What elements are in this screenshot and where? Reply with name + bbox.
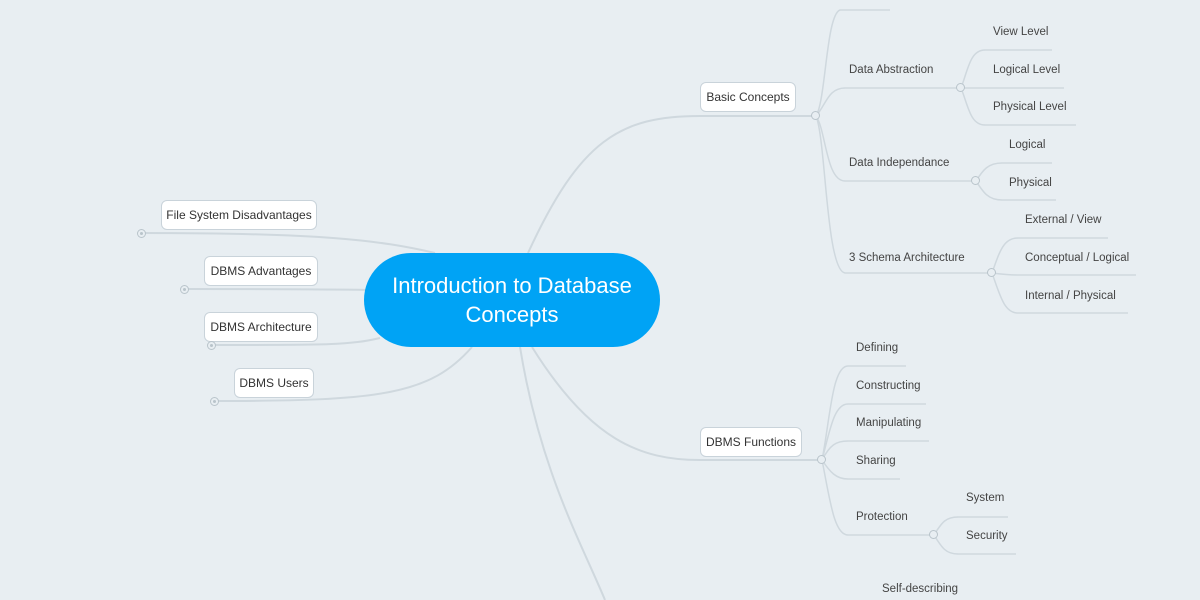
link-dbms-functions <box>531 346 822 461</box>
root-title: Introduction to Database Concepts <box>392 273 632 327</box>
leaf-security[interactable]: Security <box>966 530 1008 542</box>
topic-label: Basic Concepts <box>706 90 790 104</box>
topic-dbms-users[interactable]: DBMS Users <box>234 368 314 398</box>
topic-dbms-functions[interactable]: DBMS Functions <box>700 427 802 457</box>
root-topic[interactable]: Introduction to Database Concepts <box>364 253 660 347</box>
leaf-internal-physical[interactable]: Internal / Physical <box>1025 290 1116 302</box>
topic-basic-concepts[interactable]: Basic Concepts <box>700 82 796 112</box>
collapse-knob[interactable] <box>956 83 965 92</box>
leaf-physical[interactable]: Physical <box>1009 177 1052 189</box>
collapse-knob[interactable] <box>971 176 980 185</box>
subtopic-constructing[interactable]: Constructing <box>856 380 921 392</box>
leaf-view-level[interactable]: View Level <box>993 26 1049 38</box>
leaf-external-view[interactable]: External / View <box>1025 214 1102 226</box>
leaf-logical[interactable]: Logical <box>1009 139 1046 151</box>
link-file-system <box>141 232 436 254</box>
expand-knob[interactable] <box>137 229 146 238</box>
link-dbms-architecture <box>211 337 381 346</box>
topic-dbms-architecture[interactable]: DBMS Architecture <box>204 312 318 342</box>
subtopic-data-abstraction[interactable]: Data Abstraction <box>849 64 934 76</box>
subtopic-manipulating[interactable]: Manipulating <box>856 417 922 429</box>
topic-label: DBMS Users <box>239 376 309 390</box>
leaf-system[interactable]: System <box>966 492 1005 504</box>
topic-dbms-advantages[interactable]: DBMS Advantages <box>204 256 318 286</box>
link-bottom <box>519 346 606 600</box>
link-dbms-users <box>214 346 473 402</box>
leaf-physical-level[interactable]: Physical Level <box>993 101 1067 113</box>
topic-label: File System Disadvantages <box>166 208 312 222</box>
collapse-knob[interactable] <box>817 455 826 464</box>
topic-label: DBMS Advantages <box>210 264 312 278</box>
subtopic-sharing[interactable]: Sharing <box>856 455 896 467</box>
subtopic-data-independance[interactable]: Data Independance <box>849 157 950 169</box>
link-dbms-advantages <box>184 288 396 291</box>
collapse-knob[interactable] <box>811 111 820 120</box>
topic-label: DBMS Architecture <box>210 320 312 334</box>
collapse-knob[interactable] <box>929 530 938 539</box>
expand-knob[interactable] <box>180 285 189 294</box>
subtopic-3-schema-architecture[interactable]: 3 Schema Architecture <box>849 252 965 264</box>
subtopic-protection[interactable]: Protection <box>856 511 908 523</box>
topic-file-system-disadvantages[interactable]: File System Disadvantages <box>161 200 317 230</box>
link-basic-concepts <box>527 115 816 254</box>
expand-knob[interactable] <box>210 397 219 406</box>
collapse-knob[interactable] <box>987 268 996 277</box>
topic-label: DBMS Functions <box>705 435 797 449</box>
leaf-logical-level[interactable]: Logical Level <box>993 64 1061 76</box>
subtopic-defining[interactable]: Defining <box>856 342 899 354</box>
subtopic-self-describing[interactable]: Self-describing <box>882 583 959 595</box>
expand-knob[interactable] <box>207 341 216 350</box>
leaf-conceptual-logical[interactable]: Conceptual / Logical <box>1025 252 1130 264</box>
